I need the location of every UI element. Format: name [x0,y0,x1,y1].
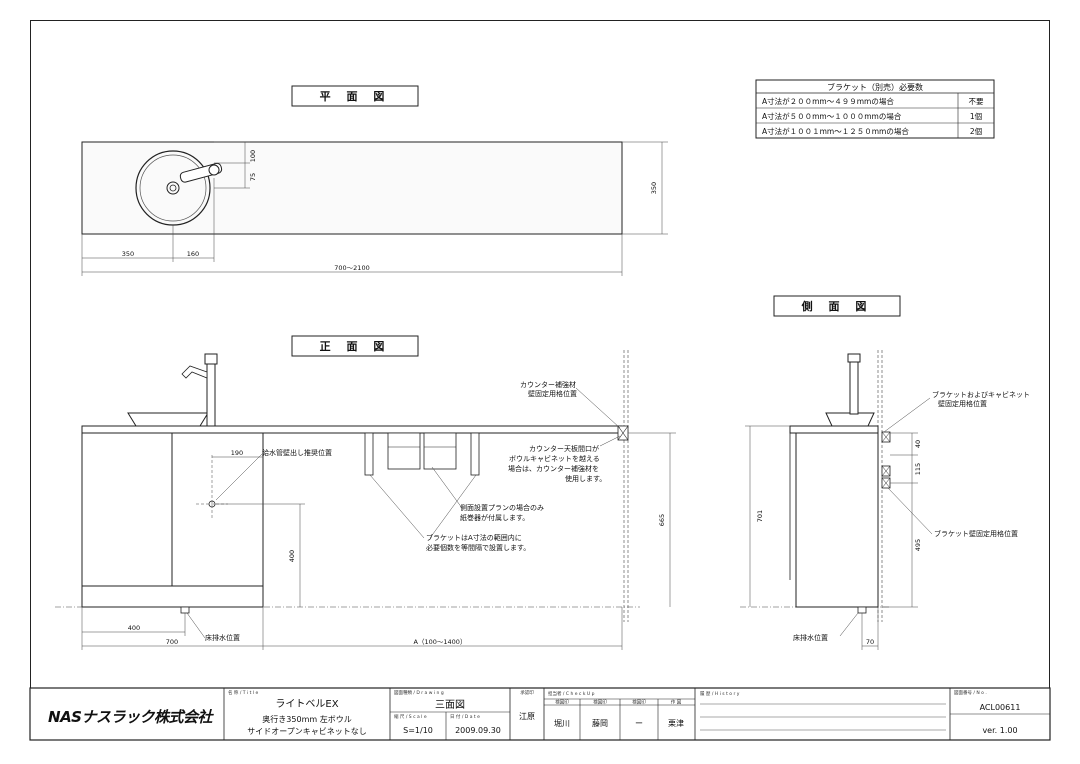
date-value: 2009.09.30 [455,726,501,735]
check-col: 検図印 [555,699,569,706]
front-view: 正 面 図 190 [55,335,676,650]
dim-a-range: A（100～1400） [414,638,467,646]
bowl-inner [139,154,207,222]
bowl-front [127,412,209,427]
check-name: 栗津 [668,718,684,728]
dim-665: 665 [658,514,666,526]
counter-top-plan [81,141,623,235]
product-desc-2: サイドオープンキャビネットなし [247,727,367,736]
dim-700: 700 [166,638,178,646]
scale-value: S=1/10 [403,726,433,735]
bracket-row-condition: A寸法が２００mm～４９９mmの場合 [762,96,894,106]
note-bracket: ブラケットはA寸法の範囲内に [426,533,522,542]
note-supply-pipe: 給水管壁出し推奨位置 [262,448,332,457]
plan-view: 平 面 図 100 75 350 350 160 700～2100 [81,85,668,276]
note-bracket-fix: ブラケット壁固定用格位置 [934,529,1018,538]
dim-350-left: 350 [122,250,134,258]
name-label: 名 称 / T i t l e [228,689,259,696]
bracket-row-condition: A寸法が５００mm～１０００mmの場合 [762,111,902,121]
bracket-row-count: 不要 [969,97,984,106]
plan-title: 平 面 図 [320,89,391,103]
dim-160: 160 [187,250,199,258]
bracket [364,432,374,476]
check-name: 堀川 [554,719,570,728]
dim-115: 115 [914,463,922,475]
note-counter-reinforce: カウンター補強材 [520,380,576,389]
note-counter-reinforce: 壁固定用格位置 [528,389,577,398]
history-label: 履 歴 / H i s t o r y [700,691,740,697]
note-side-plan: 側面設置プランの場合のみ [460,503,544,512]
bowl-drain [166,181,180,195]
dim-495: 495 [914,539,922,551]
drawing-type: 三面図 [435,699,465,711]
dim-100: 100 [249,150,257,162]
check-col: 検図印 [632,699,646,706]
dim-400-width: 400 [128,624,140,632]
note-side-plan: 紙巻器が付属します。 [460,513,529,522]
front-title: 正 面 図 [320,339,391,353]
bracket-row-count: 1個 [970,111,982,121]
approver-label: 承認印 [520,689,534,696]
note-bracket: 必要個数を等間隔で設置します。 [426,543,530,552]
dim-75: 75 [249,173,257,181]
product-desc-1: 奥行き350mm 左ボウル [262,714,351,724]
paper-holder [387,432,421,470]
check-col: 検図印 [593,699,607,706]
note-counter-opening: 使用します。 [565,474,606,483]
cabinet-side [795,432,879,608]
note-floor-drain: 床排水位置 [205,633,240,642]
side-title-box [773,295,901,317]
version: ver. 1.00 [982,726,1017,735]
company-logo: NASナスラック株式会社 [48,708,214,726]
dim-190: 190 [231,449,243,457]
note-counter-opening: 場合は、カウンター補強材を [508,464,599,473]
check-label: 担当者 / C h e c k U p [548,690,595,697]
approver-name: 江原 [519,712,535,721]
date-label: 日 付 / D a t e [450,713,480,720]
check-name: ー [635,719,643,728]
note-bracket-cab: 壁固定用格位置 [938,399,987,408]
counter-front [81,425,623,434]
note-bracket-cab: ブラケットおよびキャビネット [932,390,1030,399]
note-counter-opening: カウンター天板間口が [529,444,599,453]
dim-40: 40 [914,440,922,448]
plan-title-box [291,85,419,107]
paper-holder [423,432,457,470]
counter-side [789,425,879,434]
note-floor-drain-side: 床排水位置 [793,633,828,642]
bracket-table-title: ブラケット（別売）必要数 [827,82,923,92]
bracket [470,432,480,476]
side-title: 側 面 図 [801,299,873,313]
dim-width-range: 700～2100 [334,264,369,272]
check-col: 作 図 [671,699,682,706]
bracket-table: ブラケット（別売）必要数 A寸法が２００mm～４９９mmの場合 不要 A寸法が５… [755,79,995,139]
dim-350-depth: 350 [650,182,658,194]
drawing-number: ACL00611 [980,703,1021,712]
scale-label: 縮 尺 / S c a l e [394,713,427,720]
faucet-front [206,359,216,427]
dim-70: 70 [866,638,874,646]
bracket-row-condition: A寸法が１００１mm～１２５０mmの場合 [762,126,909,136]
bracket-row-count: 2個 [970,126,982,136]
side-view: 側 面 図 40 115 495 701 70 [740,295,1030,650]
product-name: ライトベルEX [275,698,338,710]
dim-400-height: 400 [288,550,296,562]
front-title-box [291,335,419,357]
dim-701: 701 [756,510,764,522]
note-counter-opening: ボウルキャビネットを越える [509,454,600,463]
title-block: NASナスラック株式会社 名 称 / T i t l e ライトベルEX 奥行き… [29,687,1051,741]
number-label: 図面番号 / N o . [954,689,987,696]
check-name: 藤岡 [592,718,608,728]
drawing-label: 図面種類 / D r a w i n g [394,689,444,696]
